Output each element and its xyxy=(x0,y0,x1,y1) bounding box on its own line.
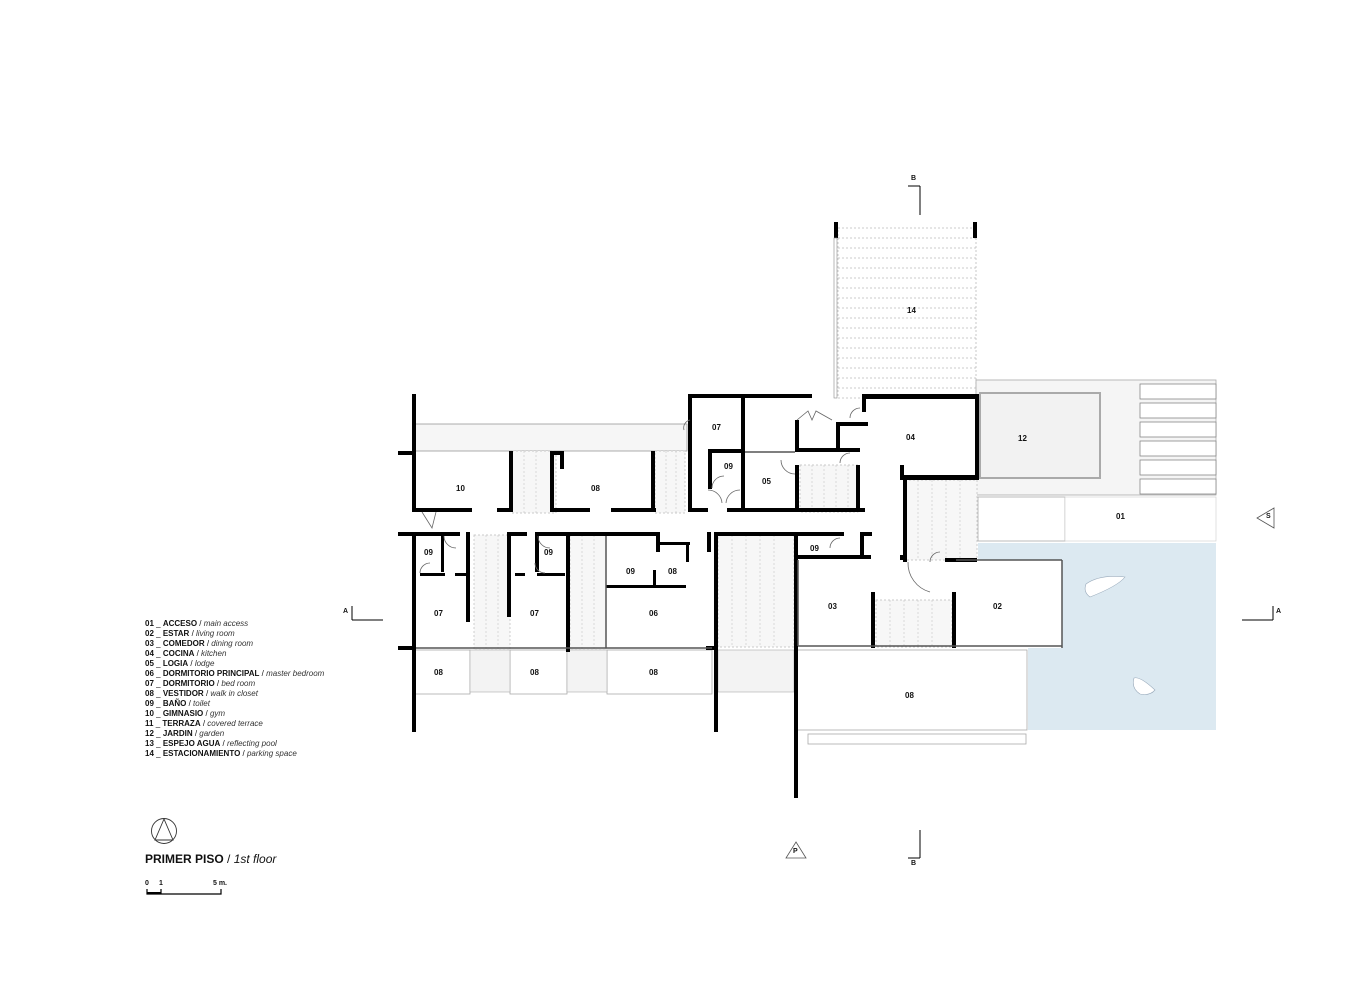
legend-item: 07 _ DORMITORIO / bed room xyxy=(145,679,256,688)
legend-item: 11 _ TERRAZA / covered terrace xyxy=(145,719,263,728)
parking-stalls xyxy=(1139,383,1217,495)
room-labels: 14 12 01 04 07 09 05 10 08 09 09 09 08 0… xyxy=(424,306,1125,700)
svg-text:09: 09 xyxy=(810,544,819,553)
section-a-left-label: A xyxy=(343,608,349,615)
legend-item: 09 _ BAÑO / toilet xyxy=(145,699,210,708)
svg-text:05: 05 xyxy=(762,477,771,486)
legend-item: 06 _ DORMITORIO PRINCIPAL / master bedro… xyxy=(145,669,325,678)
svg-text:09: 09 xyxy=(544,548,553,557)
svg-text:09: 09 xyxy=(724,462,733,471)
access-s-marker-icon xyxy=(1256,507,1275,529)
svg-text:07: 07 xyxy=(712,423,721,432)
section-b-top-label: B xyxy=(911,175,917,182)
svg-text:10: 10 xyxy=(456,484,465,493)
access-s-label: S xyxy=(1266,513,1271,520)
legend-item: 14 _ ESTACIONAMIENTO / parking space xyxy=(145,749,297,758)
svg-text:07: 07 xyxy=(530,609,539,618)
access-p-label: P xyxy=(793,848,798,855)
legend-item: 08 _ VESTIDOR / walk in closet xyxy=(145,689,258,698)
legend-item: 03 _ COMEDOR / dining room xyxy=(145,639,254,648)
walls xyxy=(398,394,979,798)
svg-text:01: 01 xyxy=(1116,512,1125,521)
svg-text:08: 08 xyxy=(668,567,677,576)
section-a-right-label: A xyxy=(1276,608,1282,615)
svg-text:08: 08 xyxy=(434,668,443,677)
svg-text:08: 08 xyxy=(530,668,539,677)
svg-text:07: 07 xyxy=(434,609,443,618)
svg-text:09: 09 xyxy=(424,548,433,557)
access-p-marker-icon xyxy=(785,841,807,859)
svg-text:12: 12 xyxy=(1018,434,1027,443)
parking-area xyxy=(833,222,977,399)
svg-text:08: 08 xyxy=(905,691,914,700)
legend-item: 02 _ ESTAR / living room xyxy=(145,629,235,638)
legend-item: 05 _ LOGIA / lodge xyxy=(145,659,215,668)
svg-text:08: 08 xyxy=(591,484,600,493)
svg-text:03: 03 xyxy=(828,602,837,611)
legend-item: 13 _ ESPEJO AGUA / reflecting pool xyxy=(145,739,277,748)
svg-text:02: 02 xyxy=(993,602,1002,611)
legend-item: 10 _ GIMNASIO / gym xyxy=(145,709,226,718)
legend-item: 12 _ JARDIN / garden xyxy=(145,729,225,738)
scale-bar: 0 1 5 m. xyxy=(145,880,235,900)
svg-text:08: 08 xyxy=(649,668,658,677)
svg-text:04: 04 xyxy=(906,433,915,442)
reflecting-pool xyxy=(978,543,1216,730)
room-legend: 01 _ ACCESO / main access 02 _ ESTAR / l… xyxy=(145,619,324,759)
legend-item: 04 _ COCINA / kitchen xyxy=(145,649,227,658)
svg-text:14: 14 xyxy=(907,306,916,315)
north-arrow-icon xyxy=(151,817,177,844)
svg-text:06: 06 xyxy=(649,609,658,618)
legend-item: 01 _ ACCESO / main access xyxy=(145,619,249,628)
svg-text:09: 09 xyxy=(626,567,635,576)
section-b-bottom-label: B xyxy=(911,860,917,867)
drawing-title: PRIMER PISO / 1st floor xyxy=(145,852,277,866)
